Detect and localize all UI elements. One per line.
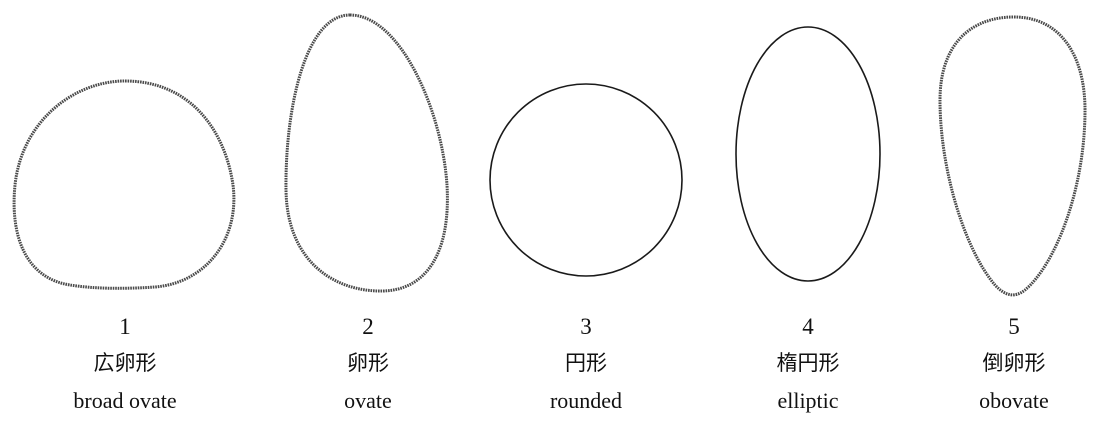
shape-name-japanese: 円形 — [486, 342, 686, 384]
shape-name-japanese: 楕円形 — [708, 342, 908, 384]
rounded-outline — [490, 84, 682, 276]
shape-name-japanese: 広卵形 — [25, 342, 225, 384]
broad-ovate-outline — [14, 81, 234, 288]
shape-name-english: obovate — [914, 384, 1095, 418]
ovate-outline — [286, 15, 447, 291]
shape-name-japanese: 倒卵形 — [914, 342, 1095, 384]
shape-number: 1 — [25, 312, 225, 342]
caption-elliptic: 4 楕円形 elliptic — [708, 312, 908, 418]
shape-number: 4 — [708, 312, 908, 342]
shape-number: 2 — [268, 312, 468, 342]
shape-number: 5 — [914, 312, 1095, 342]
shape-name-english: rounded — [486, 384, 686, 418]
shape-outlines — [0, 0, 1095, 300]
caption-broad-ovate: 1 広卵形 broad ovate — [25, 312, 225, 418]
shape-number: 3 — [486, 312, 686, 342]
shape-name-english: ovate — [268, 384, 468, 418]
elliptic-outline — [736, 27, 880, 281]
caption-obovate: 5 倒卵形 obovate — [914, 312, 1095, 418]
shape-name-english: elliptic — [708, 384, 908, 418]
shape-name-japanese: 卵形 — [268, 342, 468, 384]
caption-ovate: 2 卵形 ovate — [268, 312, 468, 418]
caption-rounded: 3 円形 rounded — [486, 312, 686, 418]
shape-name-english: broad ovate — [25, 384, 225, 418]
obovate-outline — [940, 17, 1085, 295]
